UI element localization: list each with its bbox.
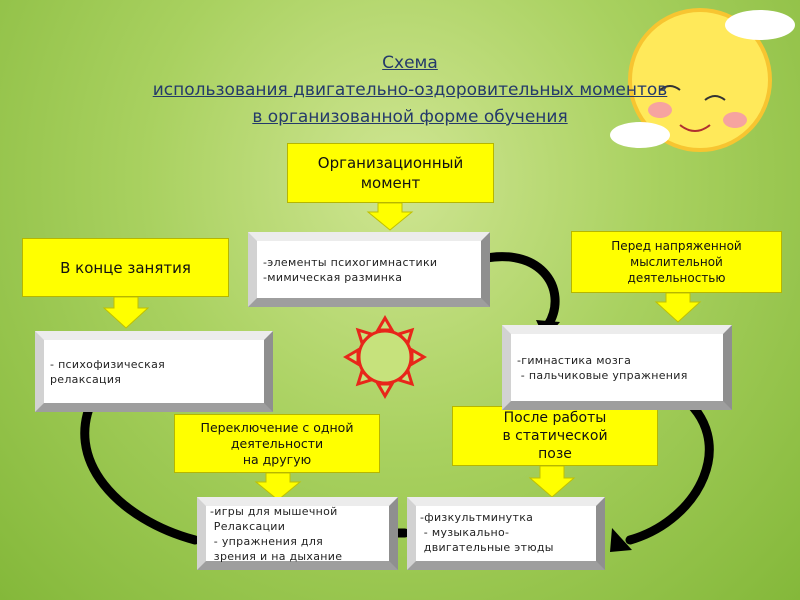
header-text: деятельностью: [627, 271, 726, 285]
header-text: Перед напряженной: [611, 239, 742, 253]
header-text: деятельности: [230, 435, 324, 451]
header-after-static: После работы в статической позе: [452, 406, 658, 466]
box-text: зрения и на дыхание: [210, 549, 343, 563]
header-before-mental: Перед напряженной мыслительной деятельно…: [571, 231, 782, 293]
header-text: позе: [538, 446, 572, 462]
box-text: - пальчиковые упражнения: [517, 368, 688, 382]
box-text: двигательные этюды: [420, 541, 554, 554]
header-text: на другую: [242, 451, 312, 467]
box-text: -элементы психогимнастики: [263, 255, 438, 269]
box-before-activities: -гимнастика мозга - пальчиковые упражнен…: [502, 325, 732, 410]
box-text: релаксация: [50, 372, 122, 386]
arrow-switch-to-end: [80, 390, 200, 545]
header-end-of-lesson: В конце занятия: [22, 238, 229, 297]
box-text: - музыкально-: [420, 526, 510, 539]
header-text: Организационный: [317, 154, 464, 172]
slide-title: Схема использования двигательно-оздорови…: [60, 50, 760, 131]
box-text: -гимнастика мозга: [517, 353, 632, 367]
box-text: -физкультминутка: [420, 511, 534, 524]
title-line: использования двигательно-оздоровительны…: [152, 80, 668, 100]
box-end-activities: - психофизическая релаксация: [35, 331, 273, 412]
title-line: Схема: [382, 53, 438, 73]
sun-character-icon: [610, 8, 795, 152]
arrow-org-to-before: [465, 252, 560, 330]
box-org-activities: -элементы психогимнастики -мимическая ра…: [248, 232, 490, 307]
yellow-arrows: [102, 202, 702, 501]
box-text: Релаксации: [210, 519, 286, 533]
header-text: мыслительной: [630, 255, 723, 269]
header-org-moment: Организационный момент: [287, 143, 494, 203]
header-text: В конце занятия: [60, 258, 191, 277]
header-text: Переключение с одной: [200, 419, 354, 435]
header-text: После работы: [503, 410, 607, 426]
header-text: в статической: [502, 428, 608, 444]
header-text: момент: [360, 174, 421, 192]
box-after-activities: -физкультминутка - музыкально- двигатель…: [407, 497, 605, 570]
header-switch-activity: Переключение с одной деятельности на дру…: [174, 414, 380, 473]
arrow-before-to-after: [625, 390, 714, 545]
box-text: -мимическая разминка: [263, 270, 403, 284]
box-switch-activities: -игры для мышечной Релаксации - упражнен…: [197, 497, 398, 570]
box-text: -игры для мышечной: [210, 504, 338, 518]
title-line: в организованной форме обучения: [252, 107, 568, 127]
box-text: - психофизическая: [50, 357, 166, 371]
box-text: - упражнения для: [210, 534, 324, 548]
sun-icon: [343, 315, 427, 399]
